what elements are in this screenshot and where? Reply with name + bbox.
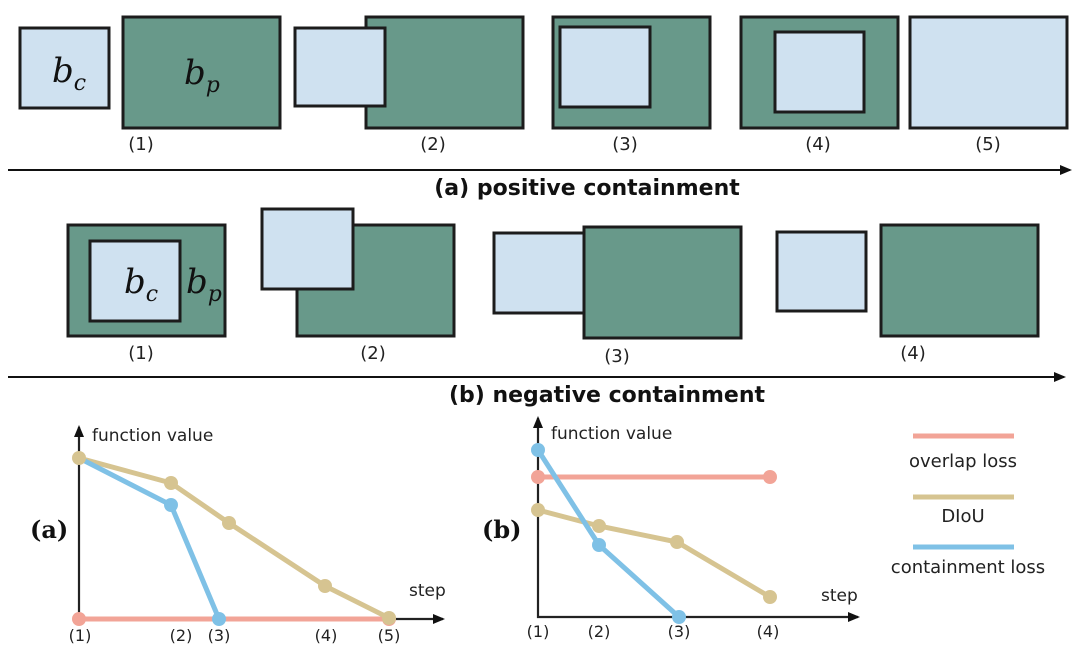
- plot-b-diou-line: [537, 507, 772, 600]
- neg-caption: (b) negative containment: [449, 383, 766, 408]
- plot-a-tick: (2): [170, 626, 193, 645]
- pos-step-label-2: (2): [420, 134, 446, 155]
- legend-label-overlap: overlap loss: [909, 451, 1017, 472]
- bc-label: bc: [52, 51, 86, 96]
- child-box: [492, 231, 586, 315]
- neg-case-2: (2): [260, 207, 456, 364]
- neg-step-label-3: (3): [604, 346, 630, 367]
- pos-case-4: (4): [739, 15, 900, 155]
- neg-case-4: (4): [775, 223, 1040, 364]
- plot-a-tick: (3): [208, 626, 231, 645]
- plot-b-overlap-point: [763, 470, 777, 484]
- child-box: [293, 26, 387, 108]
- bp-label: bp: [186, 262, 222, 307]
- plot-b-tick: (4): [757, 622, 780, 641]
- plot-a-overlap-point: [72, 612, 86, 626]
- pos-case-1: bc bp (1): [18, 15, 282, 155]
- bc-label: bc: [124, 262, 158, 307]
- pos-caption: (a) positive containment: [434, 176, 740, 201]
- child-box-full: [908, 15, 1069, 130]
- legend-label-containment: containment loss: [891, 557, 1045, 578]
- pos-step-label-1: (1): [128, 134, 154, 155]
- child-box: [18, 26, 111, 110]
- positive-containment-row: bc bp (1) (2) (3) (4) (5) (a) positive c…: [8, 15, 1072, 201]
- bp-label: bp: [184, 53, 220, 98]
- plot-a-containment-point: [164, 498, 178, 512]
- plot-b-tick: (2): [588, 622, 611, 641]
- plot-b-containment-point: [672, 610, 686, 624]
- plot-b-containment-point: [592, 538, 606, 552]
- plot-a: (a) function value step (1) (2) (3) (4) …: [30, 425, 446, 645]
- child-box: [773, 30, 866, 114]
- plot-a-containment-line: [77, 455, 222, 620]
- plot-b-diou-point: [670, 535, 684, 549]
- neg-case-1: bc bp (1): [66, 223, 227, 364]
- plot-b-overlap-point: [531, 470, 545, 484]
- plot-b-tick: (1): [527, 622, 550, 641]
- plot-a-containment-point: [212, 612, 226, 626]
- plot-b: (b) function value step (1) (2) (3) (4): [482, 416, 860, 641]
- plot-b-diou-point: [592, 519, 606, 533]
- plot-a-diou-point: [164, 476, 178, 490]
- child-box: [558, 25, 652, 109]
- plot-b-containment-point: [531, 443, 545, 457]
- plot-b-tag: (b): [482, 515, 522, 544]
- parent-box: [121, 15, 282, 130]
- parent-box: [364, 15, 525, 130]
- plot-a-tag: (a): [30, 515, 68, 544]
- neg-step-label-1: (1): [128, 343, 154, 364]
- pos-step-label-3: (3): [612, 134, 638, 155]
- neg-step-label-2: (2): [360, 343, 386, 364]
- pos-step-label-4: (4): [805, 134, 831, 155]
- parent-box: [582, 225, 743, 340]
- neg-case-3: (3): [492, 225, 743, 367]
- pos-case-3: (3): [551, 15, 712, 155]
- plot-b-ylabel: function value: [551, 424, 672, 444]
- plot-a-diou-point: [318, 579, 332, 593]
- neg-step-label-4: (4): [900, 343, 926, 364]
- parent-box: [879, 223, 1040, 338]
- plot-a-ylabel: function value: [92, 426, 213, 446]
- plot-b-tick: (3): [668, 622, 691, 641]
- plot-b-diou-point: [531, 503, 545, 517]
- pos-case-2: (2): [293, 15, 525, 155]
- child-box: [88, 239, 182, 323]
- negative-containment-row: bc bp (1) (2) (3) (4) (b) negative conta…: [8, 207, 1066, 408]
- legend-label-diou: DIoU: [941, 506, 984, 527]
- plot-b-diou-point: [763, 590, 777, 604]
- plot-a-tick: (1): [69, 626, 92, 645]
- child-box: [775, 230, 868, 313]
- plot-a-diou-point: [222, 516, 236, 530]
- plot-b-xlabel: step: [821, 586, 858, 606]
- pos-step-label-5: (5): [975, 134, 1001, 155]
- child-box: [260, 207, 355, 291]
- plot-a-tick: (4): [315, 626, 338, 645]
- plot-a-tick: (5): [378, 626, 401, 645]
- pos-case-5: (5): [908, 15, 1069, 155]
- legend: overlap loss DIoU containment loss: [891, 433, 1045, 578]
- plot-a-diou-point: [72, 451, 86, 465]
- plot-a-diou-point: [382, 611, 396, 625]
- plot-a-xlabel: step: [409, 581, 446, 601]
